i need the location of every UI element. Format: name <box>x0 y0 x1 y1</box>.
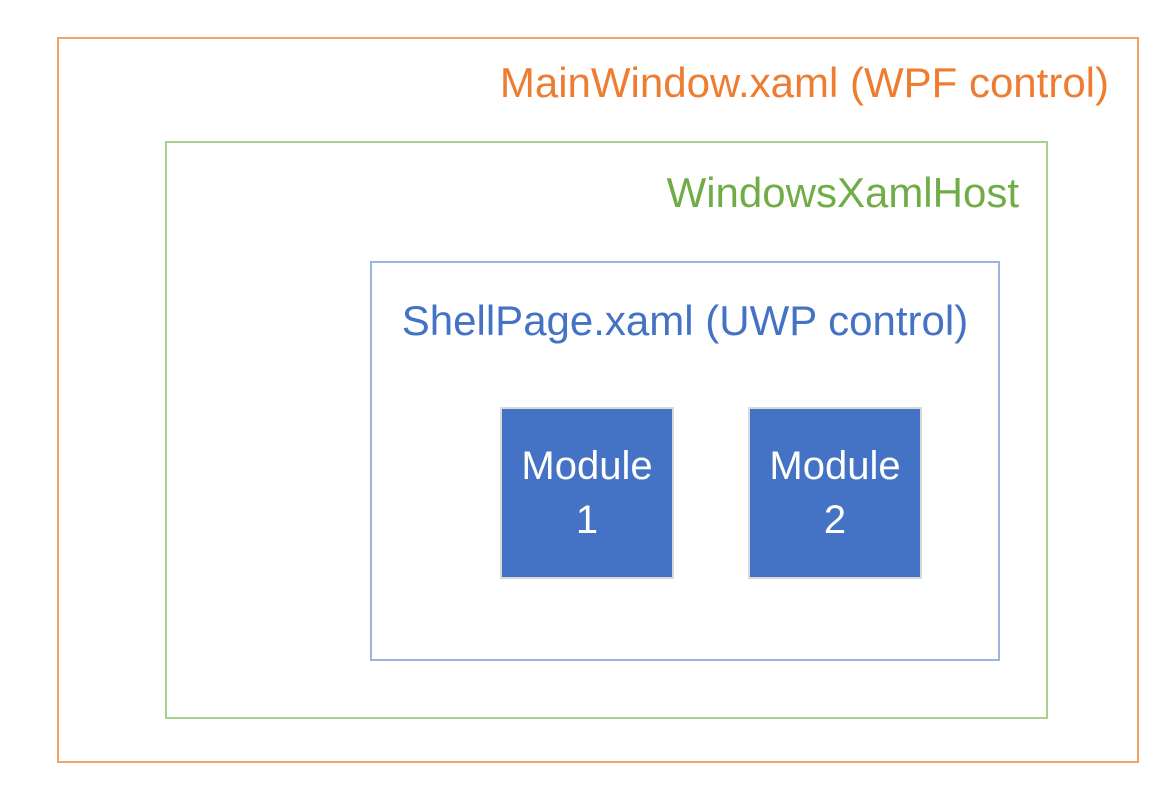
mainwindow-label: MainWindow.xaml (WPF control) <box>499 59 1109 106</box>
windowsxamlhost-box: WindowsXamlHost ShellPage.xaml (UWP cont… <box>165 141 1048 719</box>
mainwindow-wpf-box: MainWindow.xaml (WPF control) WindowsXam… <box>57 37 1139 763</box>
module-1-number: 1 <box>575 498 599 542</box>
windowsxamlhost-label: WindowsXamlHost <box>666 169 1019 216</box>
module-1-name: Module <box>521 444 653 488</box>
module-1-box: Module 1 <box>500 407 674 579</box>
module-2-box: Module 2 <box>748 407 922 579</box>
module-2-number: 2 <box>823 498 847 542</box>
shellpage-label: ShellPage.xaml (UWP control) <box>401 297 969 344</box>
shellpage-uwp-box: ShellPage.xaml (UWP control) Module 1 Mo… <box>370 261 1000 661</box>
module-2-name: Module <box>769 444 901 488</box>
